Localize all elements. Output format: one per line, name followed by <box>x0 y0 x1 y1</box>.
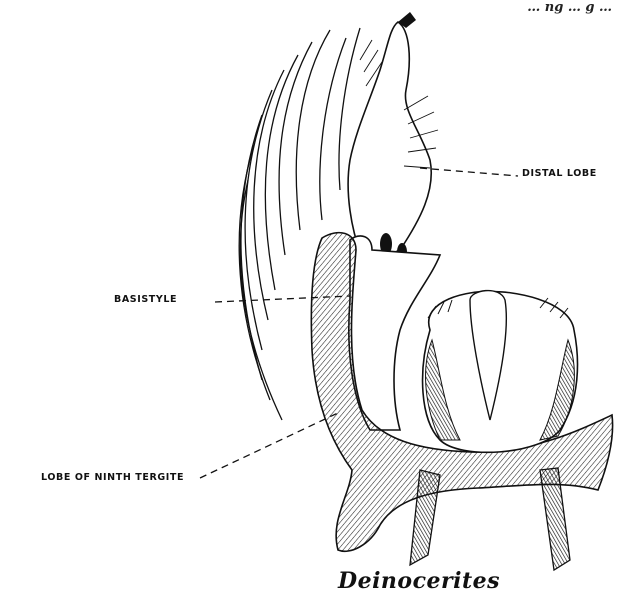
distal-lobe-label: DISTAL LOBE <box>522 168 597 179</box>
ninth-tergite-label: LOBE OF NINTH TERGITE <box>41 472 184 483</box>
phallosome <box>423 291 578 453</box>
genus-title: Deinocerites <box>338 568 500 594</box>
basistyle-label: BASISTYLE <box>114 294 177 305</box>
distal-lobe <box>348 12 438 265</box>
